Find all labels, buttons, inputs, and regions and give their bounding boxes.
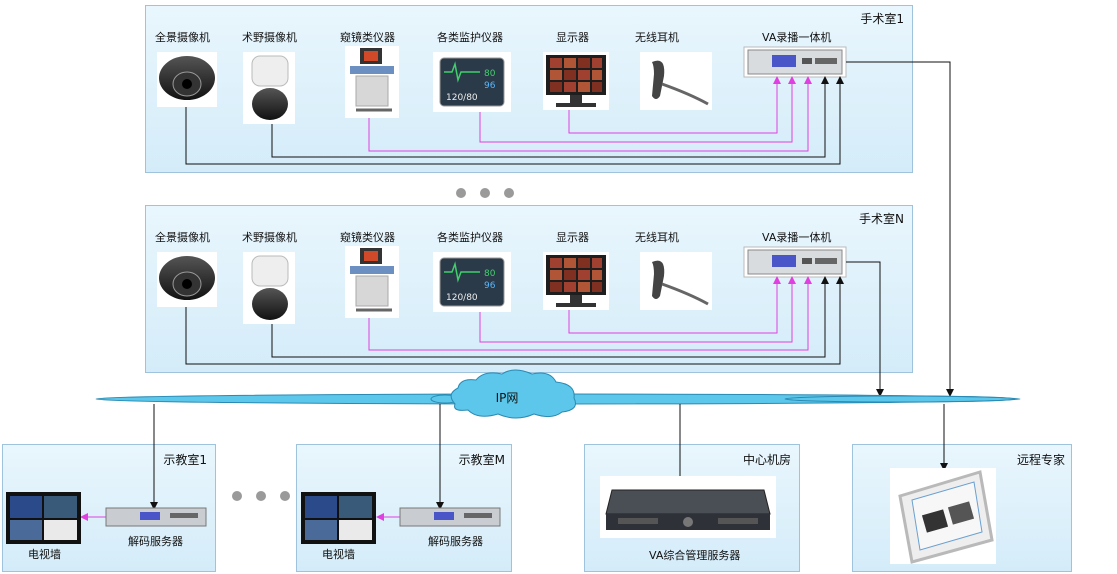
field-camera-label: 术野摄像机 (242, 231, 297, 244)
decoder-server-label: 解码服务器 (128, 535, 183, 548)
endoscope-label: 窥镜类仪器 (340, 231, 395, 244)
panel-title: 中心机房 (742, 453, 791, 467)
tv-wall-label: 电视墙 (28, 548, 61, 561)
tv-wall-label: 电视墙 (322, 548, 355, 561)
headset-label: 无线耳机 (635, 31, 679, 44)
more-rooms-ellipsis (456, 188, 514, 198)
display-label: 显示器 (556, 31, 589, 44)
panorama-camera-label: 全景摄像机 (155, 31, 210, 44)
more-classrooms-ellipsis (232, 491, 290, 501)
panel-title: 远程专家 (1016, 453, 1065, 467)
endoscope-label: 窥镜类仪器 (340, 31, 395, 44)
panel-title: 手术室N (859, 212, 904, 226)
display-label: 显示器 (556, 231, 589, 244)
panel-title: 示教室M (458, 453, 505, 467)
recorder-label: VA录播一体机 (762, 231, 832, 244)
panorama-camera-label: 全景摄像机 (155, 231, 210, 244)
ip-network-label: IP网 (496, 391, 519, 405)
field-camera-label: 术野摄像机 (242, 31, 297, 44)
remote-expert-panel: 远程专家 (852, 444, 1072, 572)
recorder-label: VA录播一体机 (762, 31, 832, 44)
monitor-label: 各类监护仪器 (437, 231, 503, 244)
monitor-label: 各类监护仪器 (437, 31, 503, 44)
ip-network-cloud-icon (450, 369, 576, 419)
headset-label: 无线耳机 (635, 231, 679, 244)
management-server-label: VA综合管理服务器 (649, 549, 741, 562)
panel-title: 手术室1 (860, 12, 904, 26)
panel-title: 示教室1 (163, 453, 207, 467)
ip-network-bus (95, 393, 1021, 405)
decoder-server-label: 解码服务器 (428, 535, 483, 548)
